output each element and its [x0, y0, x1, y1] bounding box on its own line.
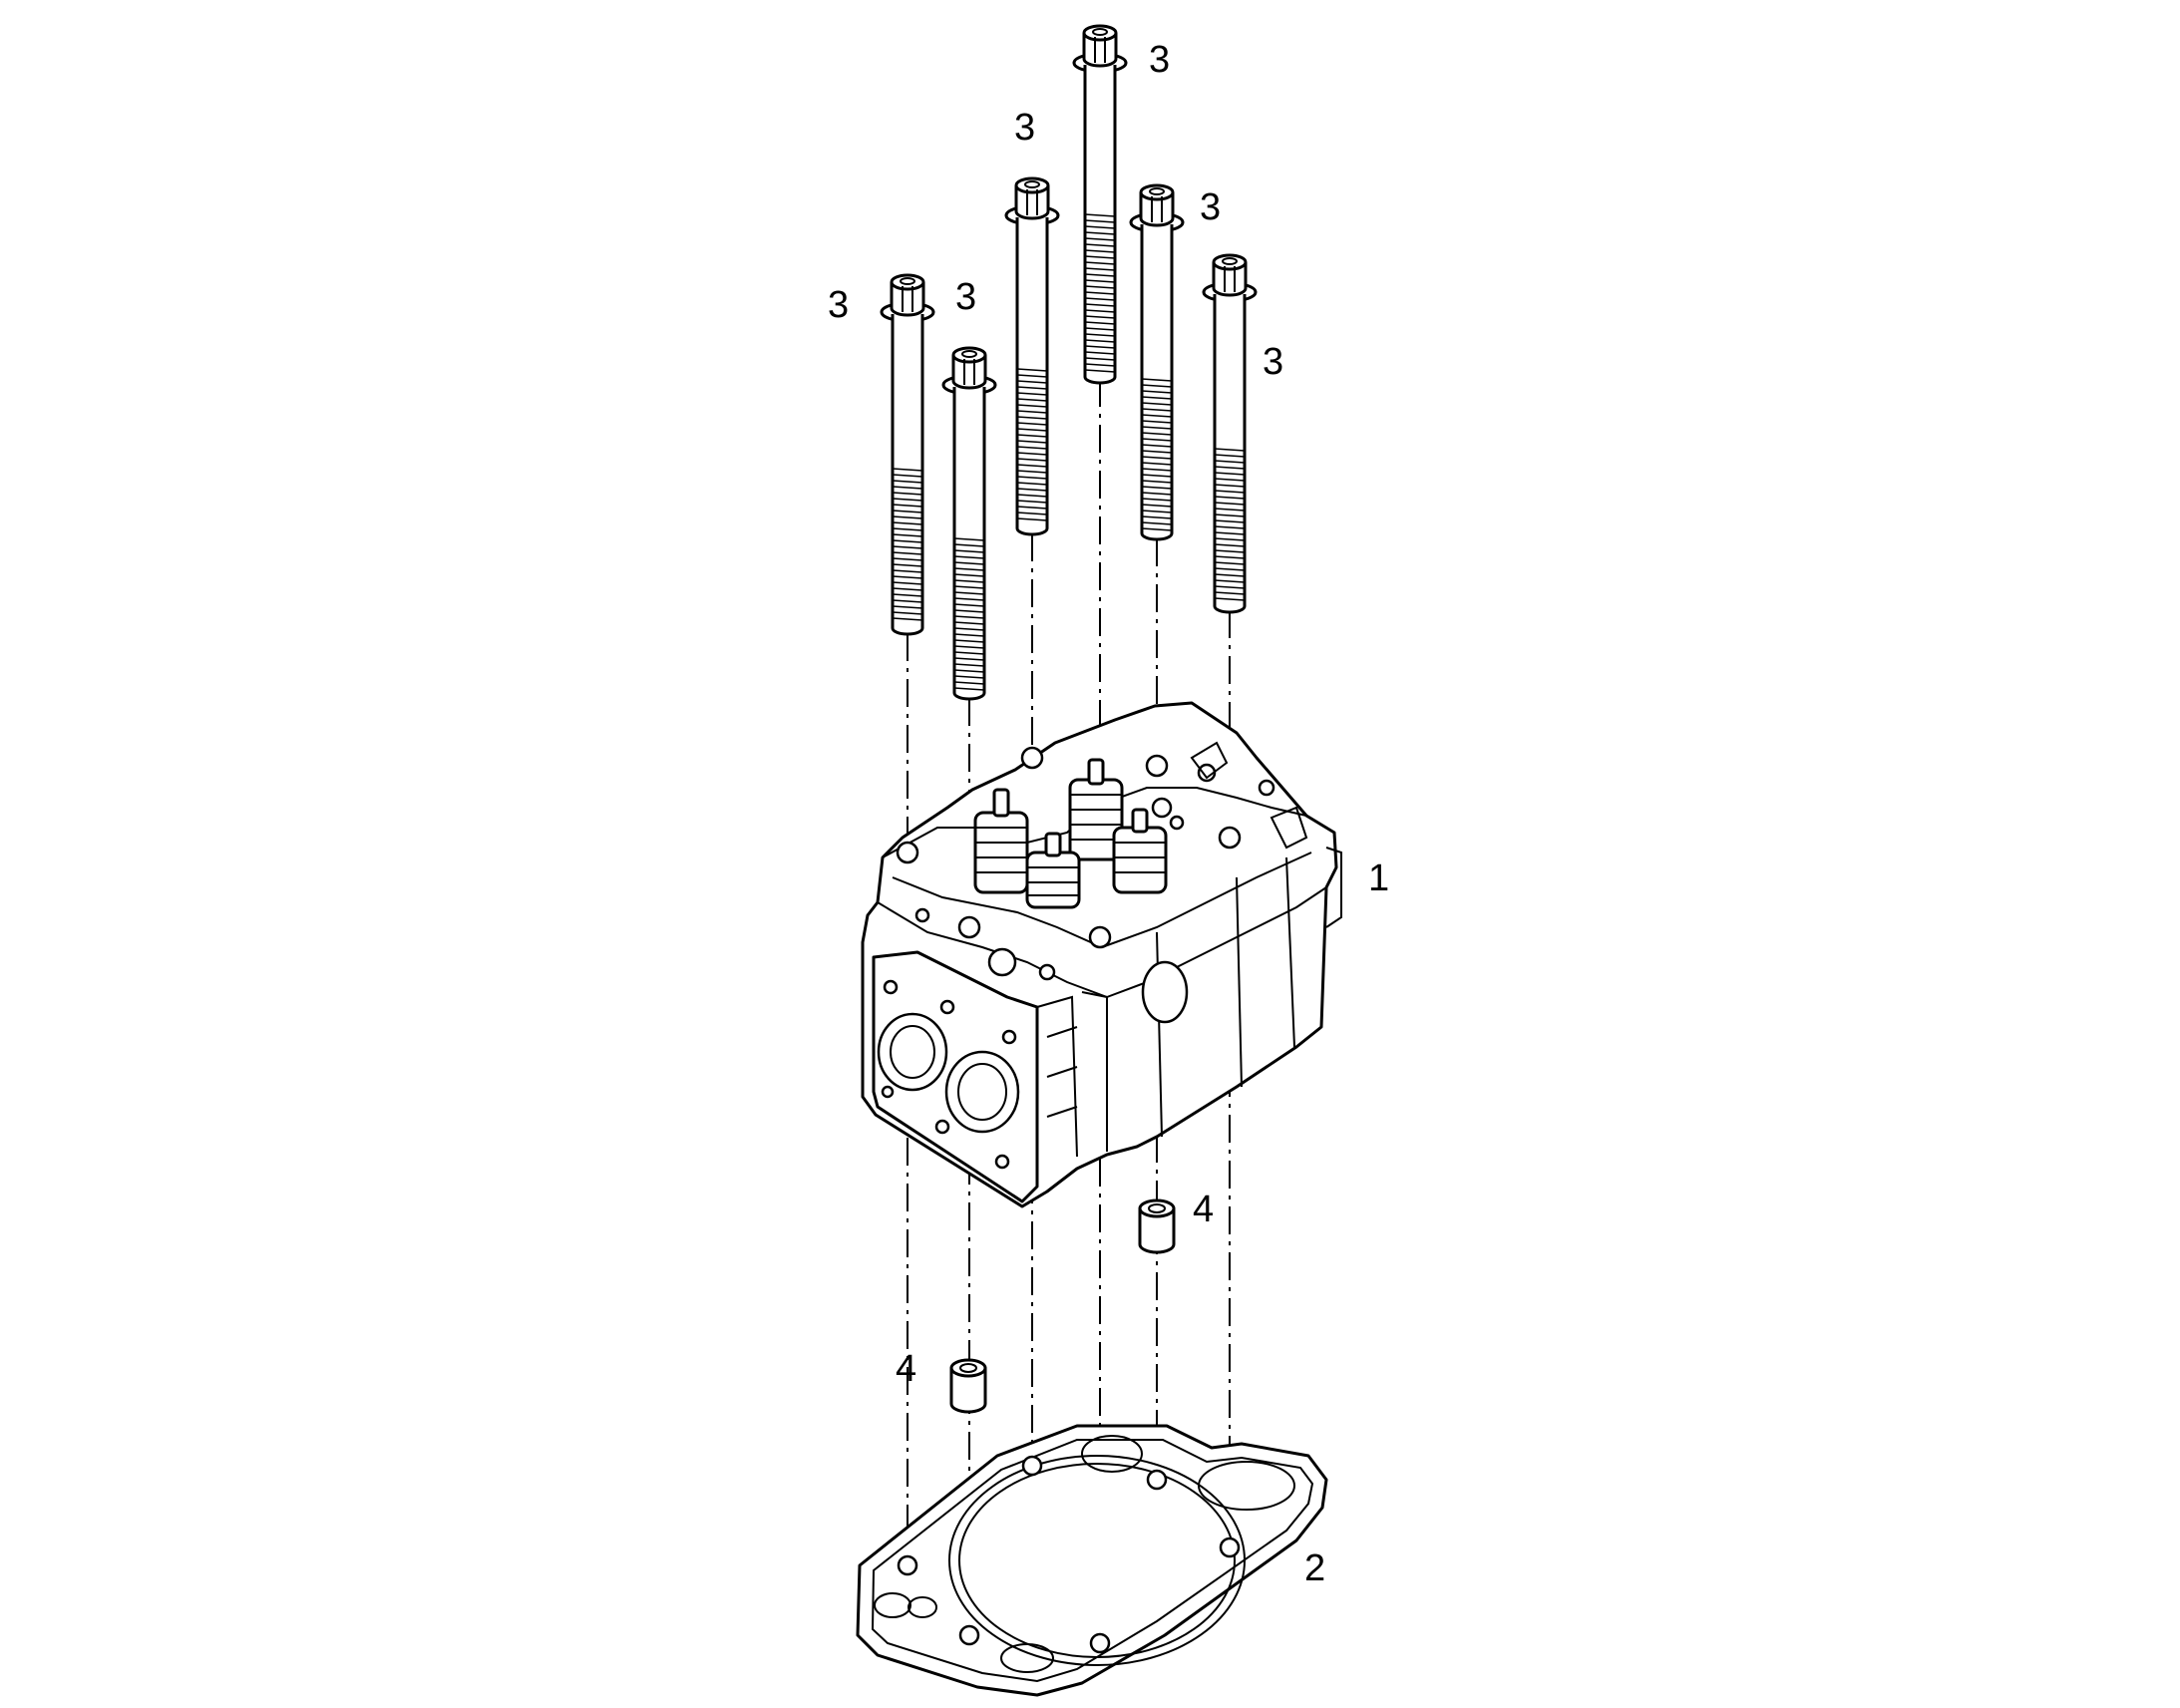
gasket-oil-port: [1081, 1435, 1143, 1473]
gasket-cylinder-bore-ring: [958, 1463, 1236, 1658]
flange-port-left: [877, 1012, 948, 1092]
head-bolt-hole-b: [957, 915, 981, 939]
gasket-bolt-hole-d: [1089, 1632, 1111, 1654]
gasket-port-front-left-2: [908, 1596, 937, 1618]
callout-dowel-2: 4: [896, 1348, 916, 1390]
head-gasket[interactable]: [856, 1424, 1328, 1697]
gasket-port-front-left: [874, 1592, 911, 1618]
head-bolt-6[interactable]: [1202, 253, 1258, 614]
gasket-water-port: [1198, 1461, 1295, 1511]
gasket-port-front-right: [1000, 1643, 1054, 1673]
callout-cylinder-head: 1: [1368, 857, 1389, 899]
callout-dowel-1: 4: [1193, 1189, 1214, 1230]
gasket-bolt-hole-c: [1021, 1455, 1043, 1477]
callout-bolt-1: 3: [1149, 39, 1170, 81]
gasket-bolt-hole-e: [1146, 1469, 1168, 1491]
head-bolt-1[interactable]: [880, 273, 935, 636]
callout-bolt-3: 3: [1200, 186, 1221, 228]
head-bolt-hole-a: [896, 841, 919, 864]
valve-spring-4: [1112, 808, 1168, 894]
side-port: [1141, 960, 1189, 1024]
head-bolt-hole-f: [1218, 826, 1242, 850]
gasket-inner-edge: [871, 1439, 1314, 1683]
gasket-bolt-hole-a: [897, 1554, 918, 1576]
head-bolts: [880, 24, 1258, 701]
head-bolt-5[interactable]: [1129, 183, 1185, 541]
gasket-bolt-hole-f: [1219, 1537, 1241, 1558]
valve-spring-2: [1068, 758, 1124, 861]
callout-labels: 1 2 3 3 3 3 3 3 4 4: [828, 39, 1389, 1589]
head-bolt-2[interactable]: [941, 346, 997, 701]
head-bolt-3[interactable]: [1004, 176, 1060, 536]
callout-bolt-6: 3: [1263, 341, 1283, 383]
head-bolt-hole-c: [1020, 746, 1044, 770]
dowel-sleeve-upper[interactable]: [1138, 1198, 1176, 1254]
head-bolt-hole-e: [1145, 754, 1169, 778]
head-bolt-4[interactable]: [1072, 24, 1128, 385]
cylinder-head[interactable]: [861, 701, 1342, 1208]
valve-spring-3: [1025, 832, 1081, 909]
head-bolt-hole-d: [1088, 925, 1112, 949]
callout-bolt-5: 3: [955, 276, 976, 318]
callout-bolt-2: 3: [1014, 107, 1035, 149]
dowel-sleeve-lower[interactable]: [949, 1358, 987, 1414]
callout-head-gasket: 2: [1304, 1547, 1325, 1589]
callout-bolt-4: 3: [828, 284, 849, 326]
valve-spring-1: [973, 788, 1029, 894]
gasket-cylinder-bore: [948, 1455, 1246, 1666]
gasket-bolt-hole-b: [958, 1624, 980, 1646]
